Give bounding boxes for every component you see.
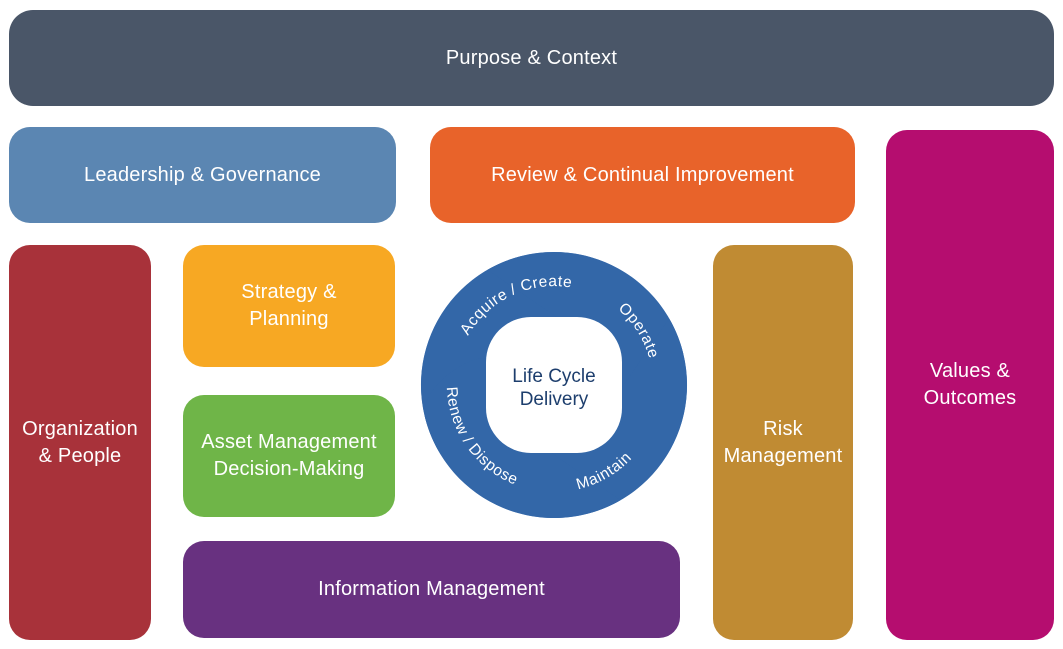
leadership-governance-box: Leadership & Governance — [9, 127, 396, 223]
lifecycle-center-label-line2: Delivery — [520, 389, 589, 410]
leadership-governance-label: Leadership & Governance — [84, 163, 321, 186]
lifecycle-center-shape — [486, 317, 622, 453]
review-continual-improvement-label: Review & Continual Improvement — [491, 163, 794, 186]
risk-management-label: Risk Management — [723, 417, 843, 467]
organization-people-label: Organization & People — [22, 417, 138, 467]
purpose-context-box: Purpose & Context — [9, 10, 1054, 106]
asset-management-decision-making-label: Asset Management Decision-Making — [201, 431, 377, 480]
risk-management-box: Risk Management — [713, 245, 853, 640]
strategy-planning-box: Strategy & Planning — [183, 245, 395, 367]
values-outcomes-label: Values & Outcomes — [923, 360, 1017, 409]
lifecycle-delivery-wheel: Acquire / Create Operate Maintain Renew … — [419, 250, 689, 520]
information-management-label: Information Management — [318, 578, 545, 600]
strategy-planning-label: Strategy & Planning — [241, 281, 337, 330]
review-continual-improvement-box: Review & Continual Improvement — [430, 127, 855, 223]
asset-management-decision-making-box: Asset Management Decision-Making — [183, 395, 395, 517]
organization-people-box: Organization & People — [9, 245, 151, 640]
lifecycle-center-label-line1: Life Cycle — [512, 366, 595, 387]
purpose-context-label: Purpose & Context — [445, 46, 618, 69]
values-outcomes-box: Values & Outcomes — [886, 130, 1054, 640]
lifecycle-wheel-icon: Acquire / Create Operate Maintain Renew … — [420, 251, 688, 519]
information-management-box: Information Management — [183, 541, 680, 638]
